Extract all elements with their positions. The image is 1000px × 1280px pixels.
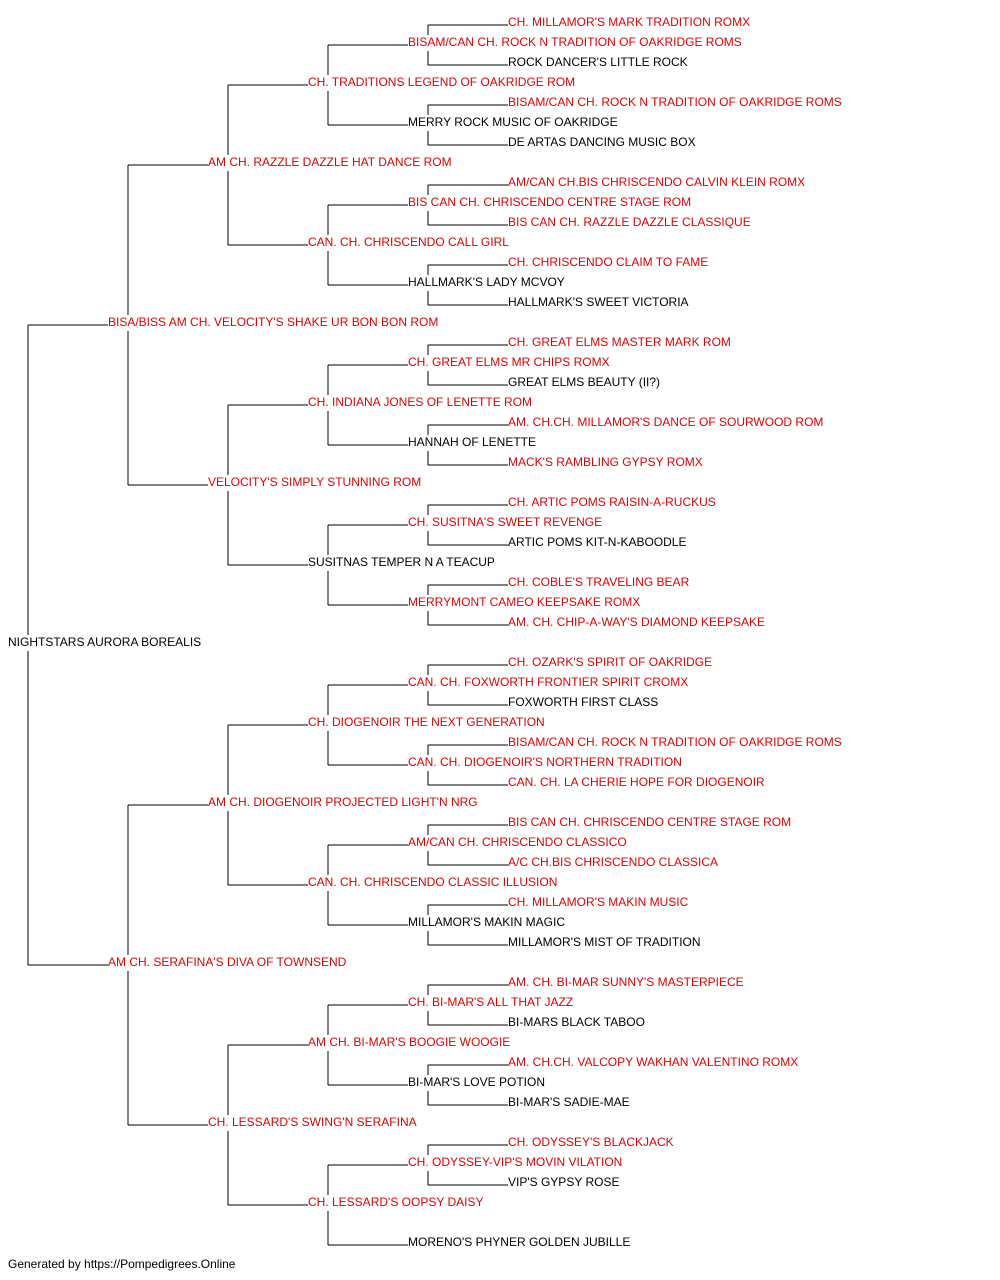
pedigree-node-gen5: BIS CAN CH. RAZZLE DAZZLE CLASSIQUE [508,215,751,229]
pedigree-node-gen5: CH. MILLAMOR'S MARK TRADITION ROMX [508,15,751,29]
pedigree-node-gen0: NIGHTSTARS AURORA BOREALIS [8,635,202,649]
pedigree-node-gen4: MILLAMOR'S MAKIN MAGIC [408,915,565,929]
pedigree-node-gen4: CH. GREAT ELMS MR CHIPS ROMX [408,355,610,369]
pedigree-node-gen5: FOXWORTH FIRST CLASS [508,695,659,709]
pedigree-node-gen4: CH. ODYSSEY-VIP'S MOVIN VILATION [408,1155,623,1169]
pedigree-node-gen5: MACK'S RAMBLING GYPSY ROMX [508,455,703,469]
pedigree-node-gen5: AM. CH. BI-MAR SUNNY'S MASTERPIECE [508,975,744,989]
pedigree-node-gen5: CH. OZARK'S SPIRIT OF OAKRIDGE [508,655,713,669]
pedigree-node-gen5: CH. ODYSSEY'S BLACKJACK [508,1135,674,1149]
pedigree-node-gen5: GREAT ELMS BEAUTY (II?) [508,375,661,389]
pedigree-node-gen5: CAN. CH. LA CHERIE HOPE FOR DIOGENOIR [508,775,765,789]
pedigree-node-gen5: DE ARTAS DANCING MUSIC BOX [508,135,696,149]
pedigree-node-gen5: ROCK DANCER'S LITTLE ROCK [508,55,688,69]
pedigree-node-gen4: CAN. CH. DIOGENOIR'S NORTHERN TRADITION [408,755,682,769]
pedigree-node-gen4: CH. SUSITNA'S SWEET REVENGE [408,515,603,529]
pedigree-node-gen5: HALLMARK'S SWEET VICTORIA [508,295,689,309]
pedigree-node-gen2: AM CH. RAZZLE DAZZLE HAT DANCE ROM [208,155,452,169]
pedigree-node-gen5: VIP'S GYPSY ROSE [508,1175,620,1189]
pedigree-node-gen4: HALLMARK'S LADY MCVOY [408,275,565,289]
pedigree-node-gen5: CH. COBLE'S TRAVELING BEAR [508,575,690,589]
pedigree-node-gen5: MILLAMOR'S MIST OF TRADITION [508,935,701,949]
pedigree-node-gen5: CH. GREAT ELMS MASTER MARK ROM [508,335,731,349]
pedigree-node-gen5: BIS CAN CH. CHRISCENDO CENTRE STAGE ROM [508,815,792,829]
pedigree-node-gen4: AM/CAN CH. CHRISCENDO CLASSICO [408,835,627,849]
pedigree-node-gen2: VELOCITY'S SIMPLY STUNNING ROM [208,475,422,489]
pedigree-node-gen5: AM. CH.CH. MILLAMOR'S DANCE OF SOURWOOD … [508,415,824,429]
pedigree-node-gen5: BI-MAR'S SADIE-MAE [508,1095,630,1109]
pedigree-node-gen5: AM. CH. CHIP-A-WAY'S DIAMOND KEEPSAKE [508,615,765,629]
pedigree-node-gen5: ARTIC POMS KIT-N-KABOODLE [508,535,687,549]
pedigree-node-gen3: AM CH. BI-MAR'S BOOGIE WOOGIE [308,1035,511,1049]
pedigree-node-gen1: BISA/BISS AM CH. VELOCITY'S SHAKE UR BON… [108,315,439,329]
pedigree-node-gen4: HANNAH OF LENETTE [408,435,537,449]
pedigree-node-gen1: AM CH. SERAFINA'S DIVA OF TOWNSEND [108,955,347,969]
pedigree-node-gen5: A/C CH.BIS CHRISCENDO CLASSICA [508,855,719,869]
pedigree-node-gen3: CH. TRADITIONS LEGEND OF OAKRIDGE ROM [308,75,576,89]
pedigree-node-gen4: MERRY ROCK MUSIC OF OAKRIDGE [408,115,618,129]
pedigree-node-gen2: AM CH. DIOGENOIR PROJECTED LIGHT'N NRG [208,795,478,809]
pedigree-node-gen4: CAN. CH. FOXWORTH FRONTIER SPIRIT CROMX [408,675,689,689]
pedigree-node-gen5: CH. MILLAMOR'S MAKIN MUSIC [508,895,689,909]
pedigree-node-gen5: CH. CHRISCENDO CLAIM TO FAME [508,255,709,269]
pedigree-node-gen5: AM/CAN CH.BIS CHRISCENDO CALVIN KLEIN RO… [508,175,806,189]
pedigree-node-gen5: BISAM/CAN CH. ROCK N TRADITION OF OAKRID… [508,735,842,749]
pedigree-node-gen2: CH. LESSARD'S SWING'N SERAFINA [208,1115,417,1129]
pedigree-node-gen3: CH. INDIANA JONES OF LENETTE ROM [308,395,533,409]
pedigree-node-gen4: CH. BI-MAR'S ALL THAT JAZZ [408,995,574,1009]
generated-by-footer: Generated by https://Pompedigrees.Online [8,1257,236,1271]
pedigree-node-gen5: CH. ARTIC POMS RAISIN-A-RUCKUS [508,495,716,509]
pedigree-node-gen5: AM. CH.CH. VALCOPY WAKHAN VALENTINO ROMX [508,1055,799,1069]
pedigree-node-gen5: BI-MARS BLACK TABOO [508,1015,645,1029]
pedigree-node-gen4: BI-MAR'S LOVE POTION [408,1075,545,1089]
pedigree-node-gen3: CH. DIOGENOIR THE NEXT GENERATION [308,715,545,729]
pedigree-node-gen3: CH. LESSARD'S OOPSY DAISY [308,1195,484,1209]
pedigree-node-gen3: SUSITNAS TEMPER N A TEACUP [308,555,495,569]
pedigree-node-gen5: BISAM/CAN CH. ROCK N TRADITION OF OAKRID… [508,95,842,109]
pedigree-node-gen4: MORENO'S PHYNER GOLDEN JUBILLE [408,1235,631,1249]
pedigree-node-gen4: MERRYMONT CAMEO KEEPSAKE ROMX [408,595,641,609]
pedigree-node-gen4: BISAM/CAN CH. ROCK N TRADITION OF OAKRID… [408,35,742,49]
pedigree-node-gen3: CAN. CH. CHRISCENDO CLASSIC ILLUSION [308,875,558,889]
pedigree-node-gen3: CAN. CH. CHRISCENDO CALL GIRL [308,235,509,249]
pedigree-node-gen4: BIS CAN CH. CHRISCENDO CENTRE STAGE ROM [408,195,692,209]
